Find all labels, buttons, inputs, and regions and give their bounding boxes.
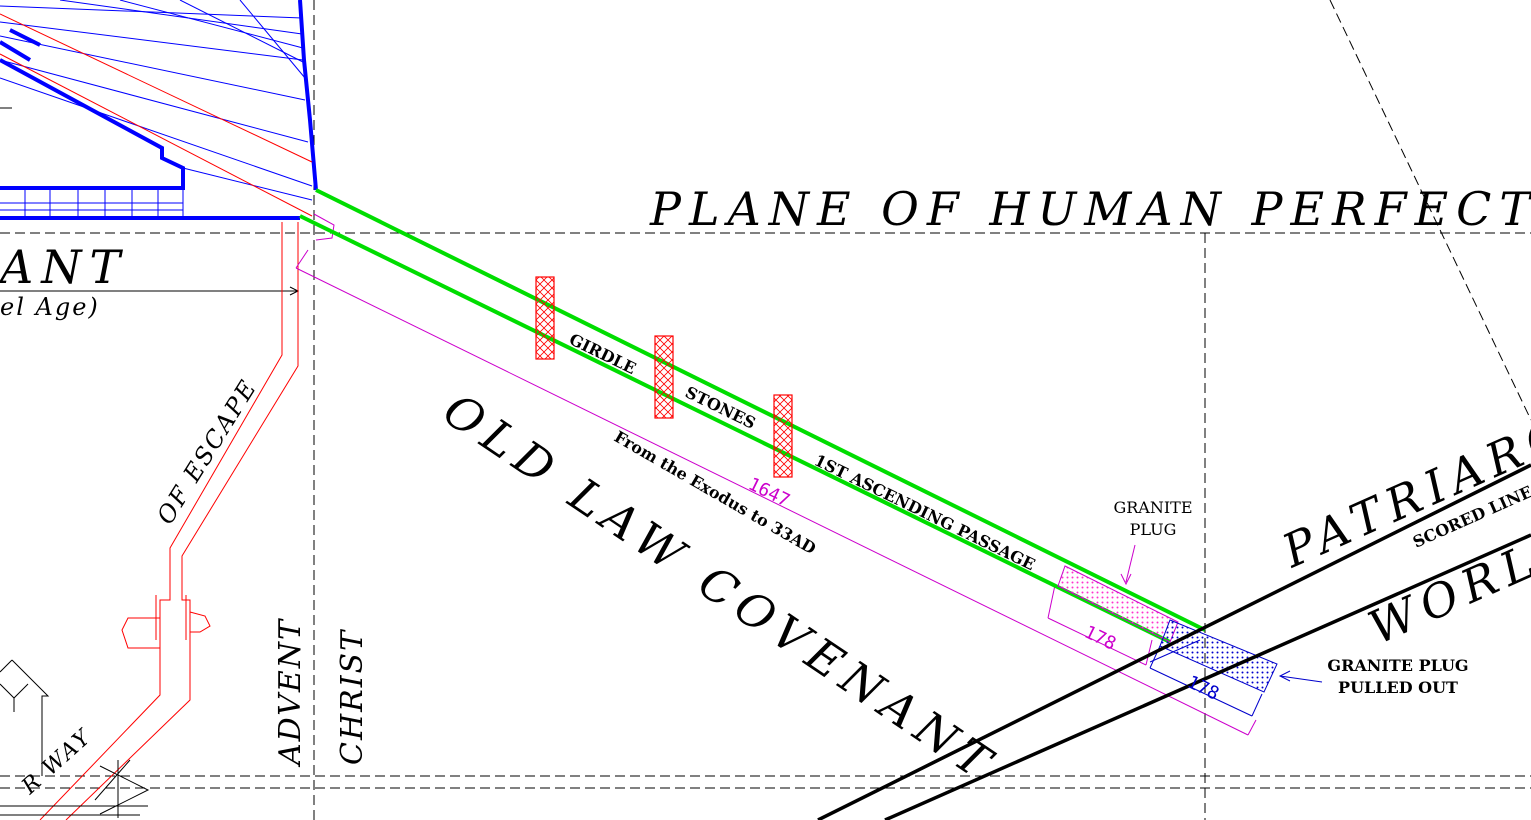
first-ascending-passage: [299, 188, 1206, 644]
masonry-block: [0, 0, 318, 220]
magenta-dimensions: [295, 213, 1257, 736]
advent-label: ADVENT: [273, 618, 308, 768]
way-fragment-label: R WAY: [17, 724, 98, 800]
passage-roof: [315, 188, 1206, 632]
girdle-stone-2: [654, 335, 674, 419]
masonry-hatch-lines: [0, 0, 313, 201]
granite-plug-label-line2: PLUG: [1130, 520, 1177, 539]
lower-left-structure: [0, 659, 150, 818]
first-ascending-passage-label: 1ST ASCENDING PASSAGE: [811, 451, 1038, 575]
gospel-age-fragment-label: el Age): [0, 293, 100, 321]
diagonal-dashed-line: [1329, 0, 1531, 421]
escape-notch-left: [121, 617, 160, 649]
descending-passage: [817, 463, 1531, 820]
exodus-dimension-line: [295, 267, 1249, 736]
descending-roof: [817, 463, 1531, 820]
granite-plug: [1057, 565, 1179, 643]
girdle-stones: [535, 276, 793, 478]
escape-shaft: [39, 222, 299, 820]
granite-plug-pulled-out: [1159, 619, 1278, 693]
descending-floor: [884, 533, 1531, 820]
pulled-out-label-line1: GRANITE PLUG: [1327, 656, 1468, 675]
masonry-grid-row: [0, 188, 184, 218]
girdle-stone-3: [773, 394, 793, 478]
granite-plug-leader: [1125, 544, 1136, 583]
scored-line-tick: [1149, 639, 1201, 663]
passage-floor: [299, 214, 1171, 644]
granite-plug-label-line1: GRANITE: [1113, 498, 1192, 517]
masonry-thick-outline: [0, 0, 318, 220]
christ-label: CHRIST: [335, 629, 370, 765]
escape-notch-right: [189, 611, 211, 633]
red-upper-lines: [0, 13, 313, 217]
pulled-out-label-line2: PULLED OUT: [1338, 678, 1458, 697]
pulled-out-leader: [1279, 675, 1323, 683]
masonry-step-edge: [0, 28, 41, 62]
covenant-fragment-label: ANT: [0, 240, 128, 294]
old-law-covenant-label: OLD LAW COVENANT: [434, 382, 1007, 793]
girdle-stone-1: [535, 276, 555, 360]
plane-of-human-perfection-label: PLANE OF HUMAN PERFECTION: [649, 182, 1531, 236]
